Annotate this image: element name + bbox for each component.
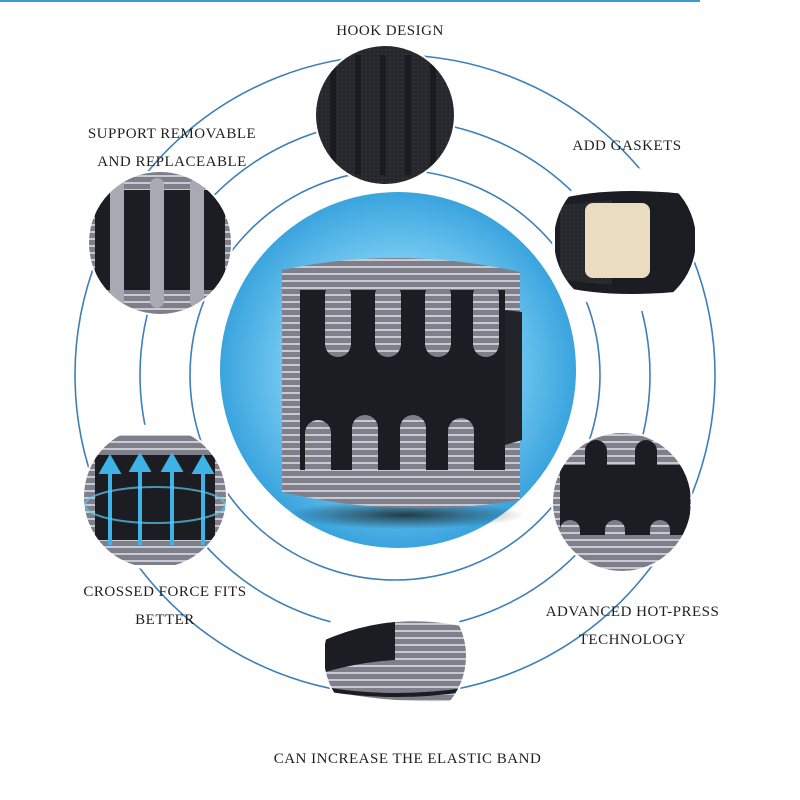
crossed-force-image [83,425,227,569]
label-crossed-force: CROSSED FORCE FITS BETTER [83,584,247,628]
label-hook-design: HOOK DESIGN [336,23,444,39]
belt-shadow [285,501,525,529]
label-hot-press: ADVANCED HOT-PRESS TECHNOLOGY [545,604,720,648]
top-accent-line [0,0,700,2]
support-removable-image [88,171,232,315]
hot-press-image [552,432,692,572]
add-gaskets-image [553,168,697,312]
label-support-removable: SUPPORT REMOVABLE AND REPLACEABLE [87,126,257,170]
elastic-band-image [323,584,467,728]
label-elastic-band: CAN INCREASE THE ELASTIC BAND [273,751,542,767]
hook-design-image [315,45,455,185]
center-belt-image [282,257,522,509]
label-add-gaskets: ADD GASKETS [572,138,682,154]
